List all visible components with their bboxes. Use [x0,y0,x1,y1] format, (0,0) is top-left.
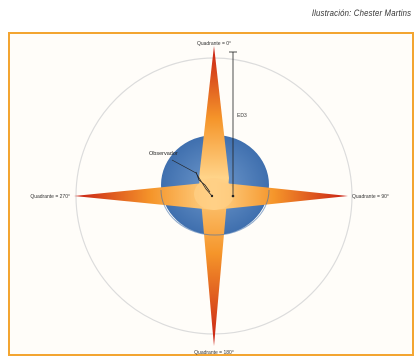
star-arm-right [214,182,348,210]
star-arm-bottom [199,178,229,346]
illustration-credit: Ilustración: Chester Martins [311,8,411,19]
label-right: Quadrante = 90° [352,194,389,200]
label-center: Observador [149,151,178,157]
observer-point [210,194,214,198]
label-bottom: Quadrante = 180° [194,350,234,356]
observer-figure [195,171,211,193]
star-center-glow [194,178,234,210]
globe-front-rim [160,189,270,236]
zenith-endpoint [231,194,235,198]
star-arm-left [74,182,214,210]
label-left: Quadrante = 270° [30,194,70,200]
star-arm-top [199,46,229,178]
observer-pointer [171,159,213,197]
label-top: Quadrante = 0° [197,41,231,47]
label-vertical: ED3 [237,113,247,119]
